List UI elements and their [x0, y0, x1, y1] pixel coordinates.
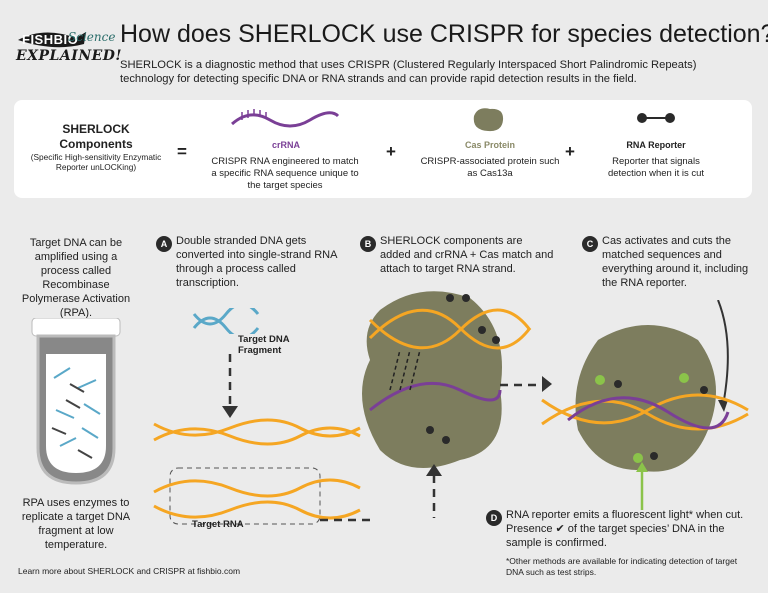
cas-text: CRISPR-associated protein such as Cas13a — [420, 156, 560, 179]
logo-science: Science — [68, 30, 116, 44]
step-c-diagram — [541, 300, 749, 510]
cas-head: Cas Protein — [464, 140, 515, 150]
dna-fragment-label: Target DNA Fragment — [238, 334, 290, 356]
rpa-bottom-text: RPA uses enzymes to replicate a target D… — [21, 497, 131, 551]
test-tube-icon — [31, 318, 121, 485]
rna-reporter-icon — [637, 113, 675, 123]
step-a-text: Double stranded DNA gets converted into … — [176, 235, 337, 289]
learn-more-text: Learn more about SHERLOCK and CRISPR at … — [18, 566, 241, 576]
components-panel — [14, 100, 752, 198]
logo-fishbio: FISHBIO — [22, 32, 79, 47]
dna-helix-icon — [192, 308, 260, 334]
arrow-b-to-c-icon — [542, 376, 552, 392]
footnote: *Other methods are available for indicat… — [506, 556, 738, 577]
crrna-icon — [231, 109, 340, 128]
badge-c: C — [582, 236, 598, 252]
plus-sign-1: + — [386, 142, 396, 161]
step-a-diagram — [153, 354, 370, 525]
equals-sign: = — [177, 142, 187, 161]
crrna-text: CRISPR RNA engineered to match a specifi… — [211, 156, 359, 191]
cas-protein-icon — [473, 108, 504, 132]
target-rna-label: Target RNA — [192, 519, 244, 530]
step-b-diagram — [362, 291, 540, 518]
step-c-text: Cas activates and cuts the matched seque… — [602, 235, 749, 289]
reporter-text: Reporter that signals detection when it … — [607, 156, 705, 179]
fishbio-logo: FISHBIO Science EXPLAINED! — [14, 22, 122, 68]
page-title: How does SHERLOCK use CRISPR for species… — [120, 20, 768, 48]
step-b-text: SHERLOCK components are added and crRNA … — [380, 235, 554, 275]
rpa-top-text: Target DNA can be amplified using a proc… — [21, 237, 131, 319]
logo-explained: EXPLAINED! — [16, 48, 123, 64]
crrna-head: crRNA — [271, 140, 300, 150]
reporter-head: RNA Reporter — [626, 140, 686, 150]
components-title: SHERLOCK Components — [59, 122, 133, 151]
step-d-text: RNA reporter emits a fluorescent light* … — [506, 509, 744, 549]
badge-a: A — [156, 236, 172, 252]
components-subtitle: (Specific High-sensitivity Enzymatic Rep… — [30, 152, 162, 172]
badge-b: B — [360, 236, 376, 252]
fish-logo-icon — [18, 32, 86, 48]
badge-d: D — [486, 510, 502, 526]
plus-sign-2: + — [565, 142, 575, 161]
intro-text: SHERLOCK is a diagnostic method that use… — [120, 59, 697, 85]
